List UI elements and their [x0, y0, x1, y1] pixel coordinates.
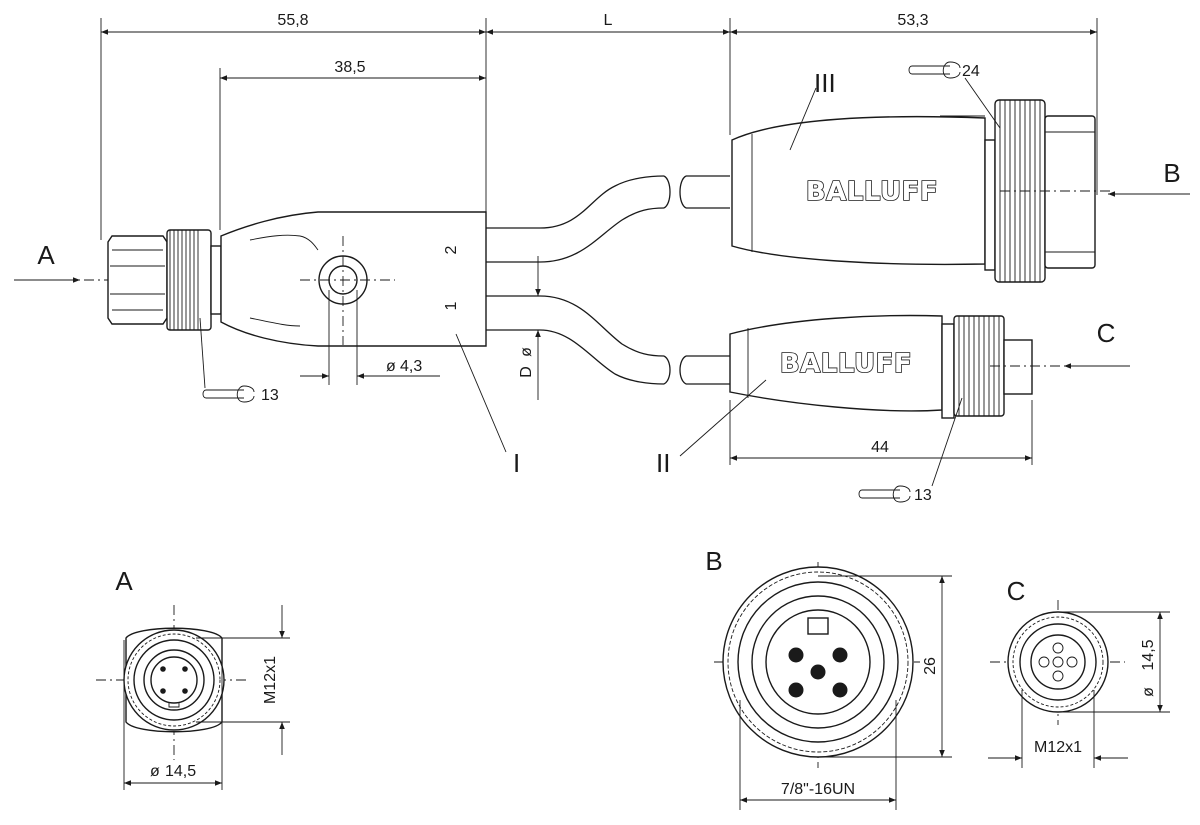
- wrench-size-24: 24: [962, 63, 980, 80]
- connector-b-side: B: [1108, 158, 1190, 197]
- brand-logo-b: BALLUFF: [806, 177, 938, 207]
- dimension-d-label: D: [518, 366, 535, 378]
- splitter-body: 2 1: [220, 211, 487, 347]
- view-b-thread: 7/8"-16UN: [781, 781, 855, 798]
- dimension-38-5-label: 38,5: [334, 59, 365, 76]
- view-b-diameter: 26: [922, 657, 939, 675]
- wrench-size-13-right: 13: [914, 487, 932, 504]
- view-b-title: B: [705, 546, 722, 576]
- wrench-icon: [858, 485, 911, 503]
- part-label-ii: II: [656, 379, 767, 478]
- wrench-size-13-left: 13: [261, 387, 279, 404]
- diameter-symbol: ø: [386, 358, 396, 375]
- dimension-right-length: 53,3: [730, 12, 1098, 195]
- port-1-label: 1: [443, 301, 460, 310]
- branch-c-connector: BALLUFF: [729, 314, 1060, 419]
- end-view-c: C 14,5 ø M12x1: [988, 576, 1170, 768]
- port-2-label: 2: [443, 245, 460, 254]
- view-c-diameter: 14,5: [1140, 639, 1157, 670]
- wrench-icon: [202, 385, 255, 403]
- diameter-symbol-c: ø: [1140, 687, 1157, 697]
- view-c-title: C: [1007, 576, 1026, 606]
- dimension-53-3-label: 53,3: [897, 12, 928, 29]
- connector-c-label: C: [1097, 318, 1116, 348]
- connector-b-label: B: [1163, 158, 1180, 188]
- end-view-a: A ø 14,5 M12x1: [96, 566, 290, 790]
- dimension-cable-length: L: [486, 12, 731, 135]
- cables: [486, 175, 730, 385]
- branch-b-connector: BALLUFF: [731, 99, 1110, 283]
- knurl-a: [169, 230, 199, 330]
- part-label-i: I: [455, 333, 520, 478]
- dimension-body-length: 38,5: [219, 59, 486, 230]
- dimension-branch-length: 44: [729, 400, 1033, 465]
- connector-a-label: A: [37, 240, 55, 270]
- dimension-l-label: L: [604, 12, 613, 29]
- view-a-title: A: [115, 566, 133, 596]
- dimension-overall-left: 55,8: [100, 12, 487, 240]
- dimension-cable-diameter: D ø: [518, 256, 541, 400]
- part-label-iii: III: [789, 68, 836, 151]
- diameter-symbol-a: ø: [150, 763, 160, 780]
- wrench-callout-bottom-right: 13: [858, 397, 963, 504]
- part-ii-label: II: [656, 448, 670, 478]
- dimension-55-8-label: 55,8: [277, 12, 308, 29]
- end-view-b: B 26 7/8"-16UN: [705, 546, 952, 810]
- diameter-symbol-d: ø: [518, 347, 535, 357]
- wrench-icon: [908, 61, 961, 79]
- part-iii-label: III: [814, 68, 836, 98]
- view-a-thread: M12x1: [262, 656, 279, 704]
- view-a-diameter: 14,5: [165, 763, 196, 780]
- part-i-label: I: [513, 448, 520, 478]
- wrench-callout-left: 13: [199, 317, 279, 404]
- dimension-mount-hole: ø 4,3: [300, 290, 440, 385]
- dimension-44-label: 44: [871, 439, 889, 456]
- dimension-4-3-label: 4,3: [400, 358, 422, 375]
- connector-c-side: C: [1064, 318, 1130, 369]
- view-c-thread: M12x1: [1034, 739, 1082, 756]
- wrench-callout-top-right: 24: [908, 61, 1001, 129]
- brand-logo-c: BALLUFF: [780, 349, 912, 379]
